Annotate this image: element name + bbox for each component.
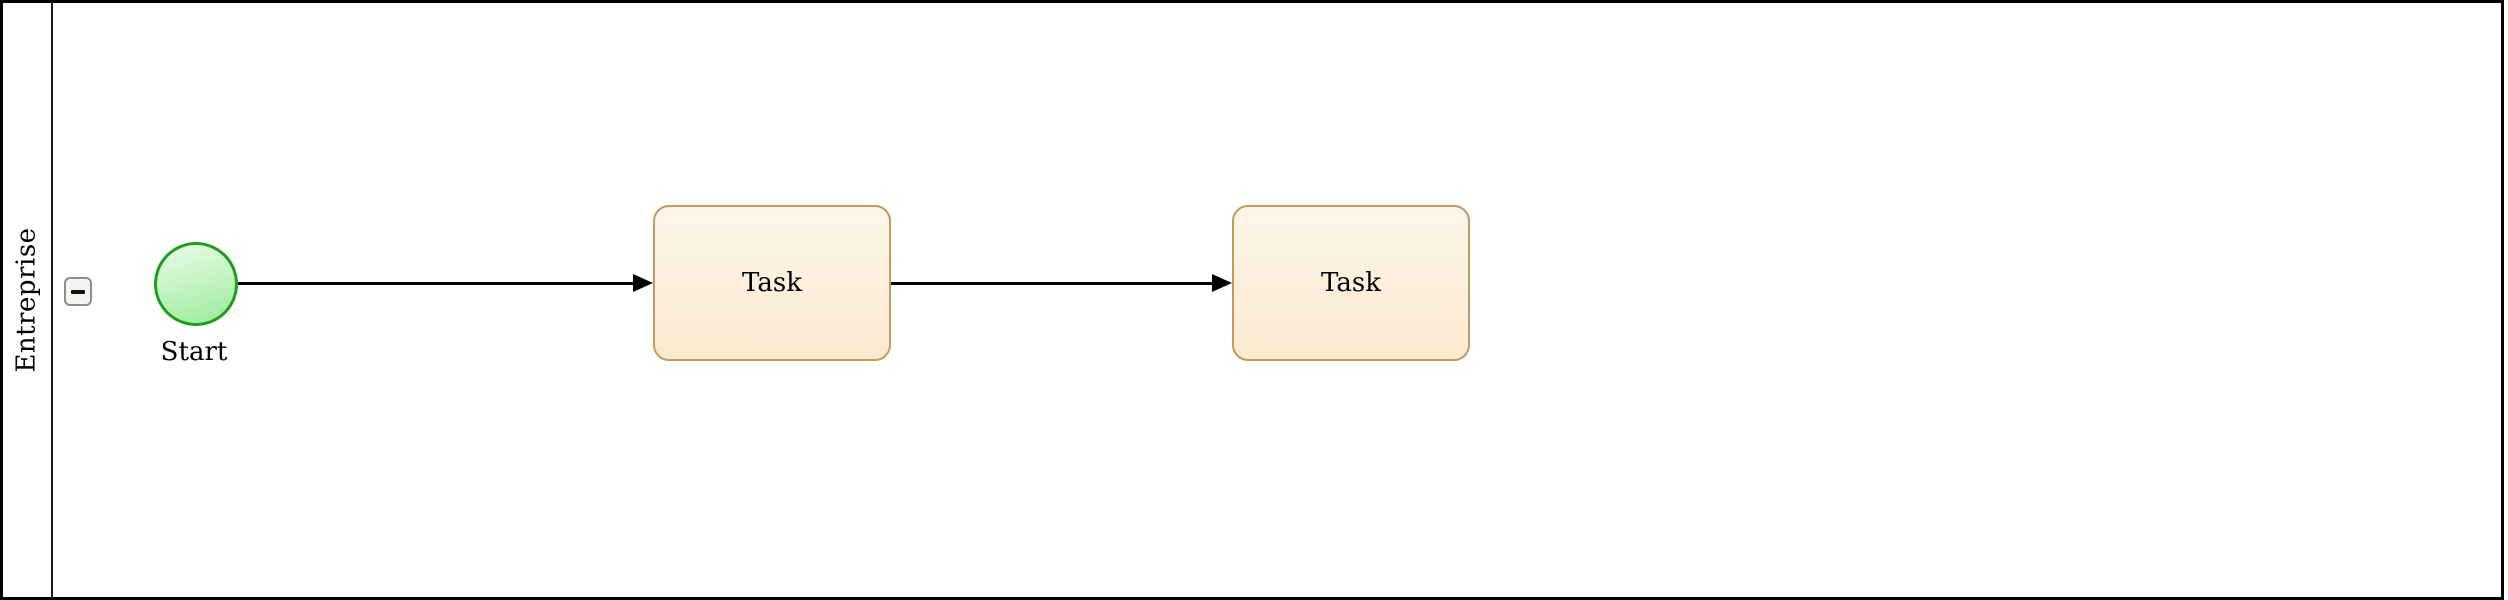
sequence-flow-2-arrowhead-icon xyxy=(1212,274,1232,292)
task-2-label: Task xyxy=(1321,268,1381,298)
sequence-flow-1-arrowhead-icon xyxy=(633,274,653,292)
lane-collapse-button[interactable] xyxy=(64,277,92,306)
sequence-flow-2-line[interactable] xyxy=(891,282,1214,285)
start-event-label: Start xyxy=(160,337,228,367)
minus-icon xyxy=(71,289,85,294)
sequence-flow-1-line[interactable] xyxy=(238,282,635,285)
pool-label-band[interactable]: Entreprise xyxy=(3,3,53,597)
task-1[interactable]: Task xyxy=(653,205,891,361)
task-2[interactable]: Task xyxy=(1232,205,1470,361)
start-event[interactable] xyxy=(154,242,238,326)
pool-label: Entreprise xyxy=(12,227,43,373)
task-1-label: Task xyxy=(742,268,802,298)
